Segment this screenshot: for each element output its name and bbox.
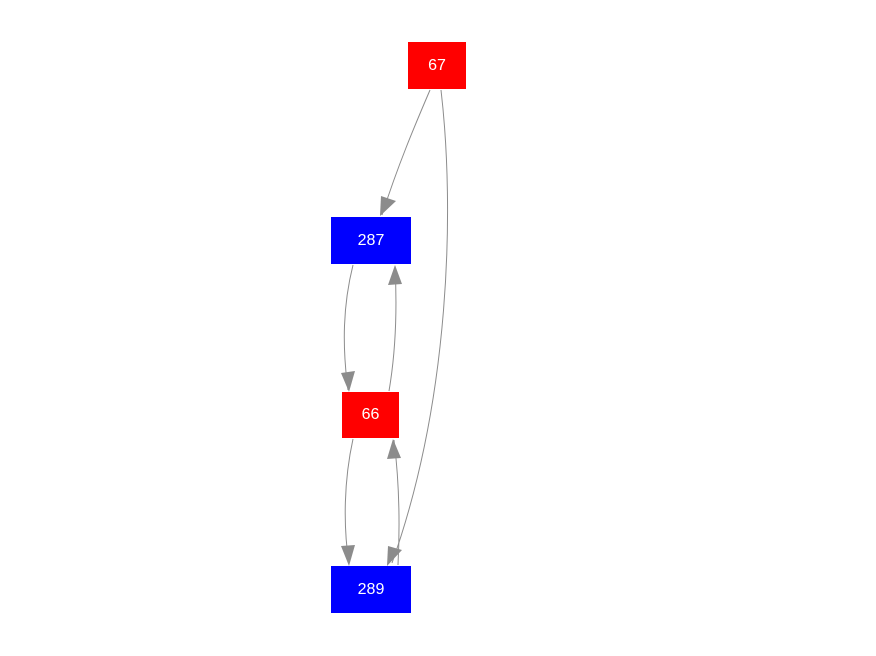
arrowhead-67-to-287 [380,196,396,216]
node-287: 287 [331,217,411,264]
edge-67-to-289 [391,89,449,564]
node-67-label: 67 [428,56,446,74]
arrowhead-66-to-289 [341,545,355,566]
node-287-label: 287 [357,231,385,249]
arrowhead-289-to-66 [387,439,401,459]
node-66-label: 66 [361,406,380,423]
node-289: 289 [331,566,411,613]
edge-287-to-66 [343,264,354,391]
node-66: 66 [342,392,399,438]
arrowhead-287-to-66 [341,371,355,392]
node-289-label: 289 [357,580,385,598]
edge-67-to-287 [381,89,431,216]
arrowhead-67-to-289 [387,546,402,566]
arrowhead-66-to-287 [388,265,402,285]
node-67: 67 [408,42,466,89]
